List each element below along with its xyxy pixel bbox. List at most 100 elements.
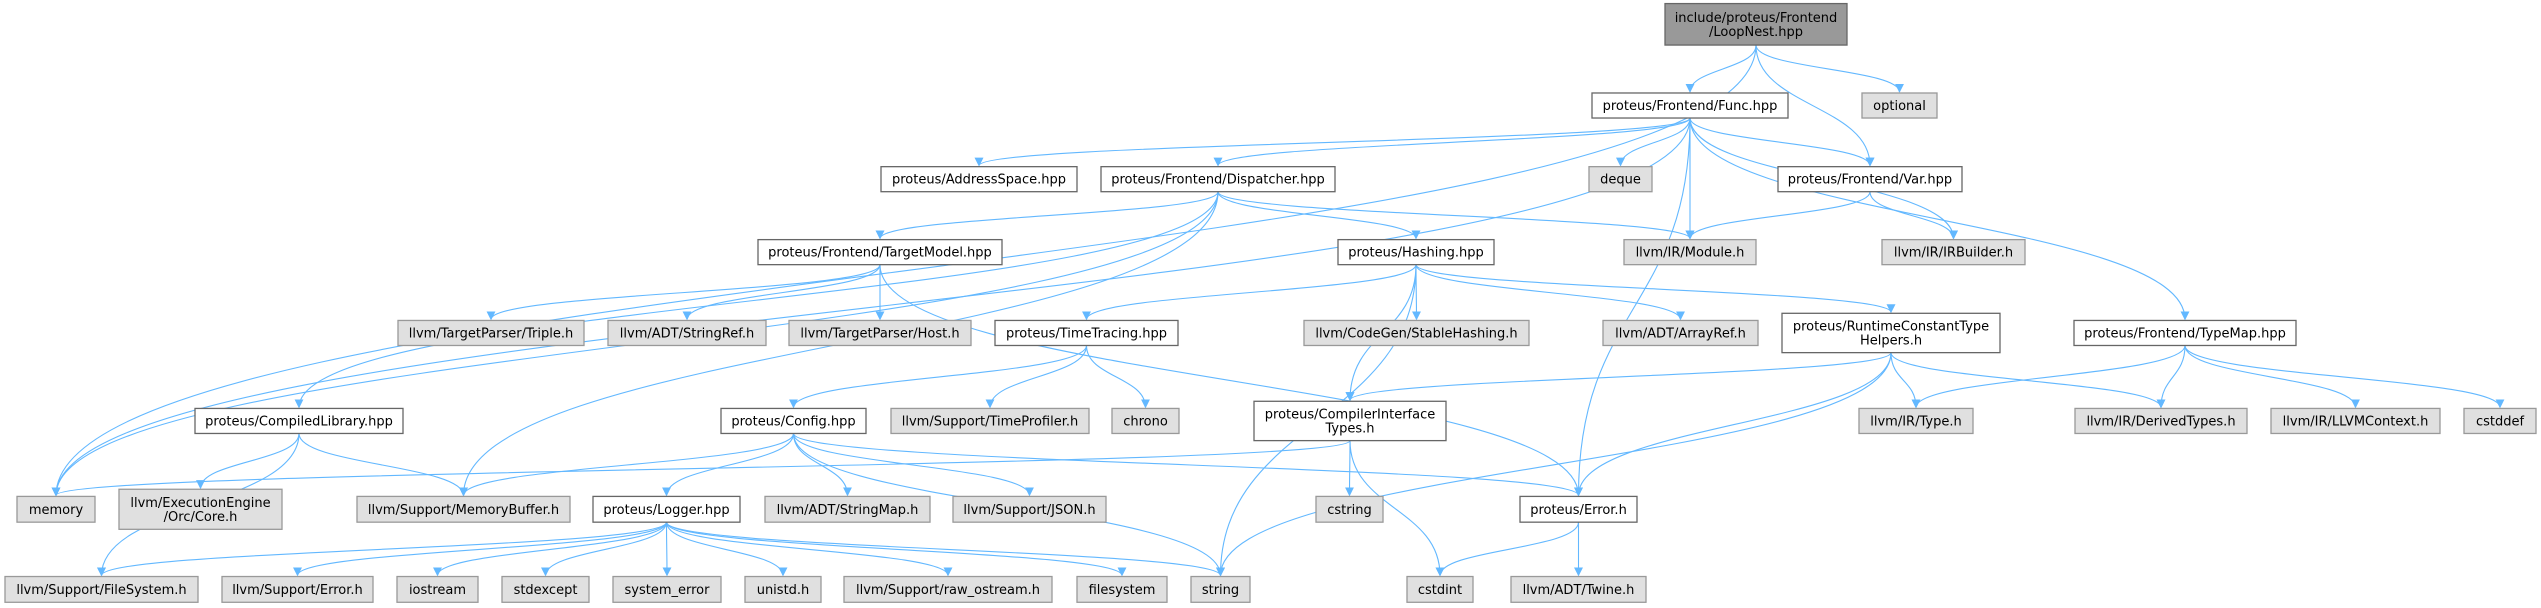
node-label-triple: llvm/TargetParser/Triple.h: [409, 326, 573, 341]
edge-timetracing-to-chrono: [1085, 345, 1150, 409]
node-optional[interactable]: optional: [1861, 92, 1938, 119]
node-box-memory: [16, 495, 96, 523]
node-stdexcept[interactable]: stdexcept: [501, 575, 590, 603]
node-timetracing[interactable]: proteus/TimeTracing.hpp: [994, 319, 1179, 347]
edge-dispatcher-to-compiledlib: [294, 191, 1219, 409]
edge-config-to-json: [792, 433, 1034, 497]
node-memory[interactable]: memory: [16, 495, 96, 523]
node-systemerror[interactable]: system_error: [612, 575, 722, 603]
node-label-cstring: cstring: [1327, 503, 1371, 518]
node-filesystemh[interactable]: llvm/Support/FileSystem.h: [4, 575, 199, 603]
node-label-dispatcher: proteus/Frontend/Dispatcher.hpp: [1111, 173, 1325, 188]
node-box-iostream: [396, 575, 479, 603]
node-label-loopnest: /LoopNest.hpp: [1709, 25, 1803, 40]
node-box-derivedtypes: [2074, 407, 2248, 435]
node-orccore[interactable]: llvm/ExecutionEngine/Orc/Core.h: [118, 488, 283, 530]
node-iostream[interactable]: iostream: [396, 575, 479, 603]
node-irbuilder[interactable]: llvm/IR/IRBuilder.h: [1881, 238, 2026, 266]
node-box-deque: [1588, 166, 1653, 193]
edge-rtconst-to-derivedtypes: [1890, 352, 2166, 409]
node-timeprofiler[interactable]: llvm/Support/TimeProfiler.h: [890, 407, 1090, 435]
node-rawostream[interactable]: llvm/Support/raw_ostream.h: [843, 575, 1053, 603]
node-cstring[interactable]: cstring: [1315, 495, 1384, 523]
edge-timetracing-to-timeprofiler: [985, 345, 1088, 409]
edge-typemap-to-type: [1911, 345, 2186, 409]
node-supporterror[interactable]: llvm/Support/Error.h: [221, 575, 374, 603]
edge-rtconst-to-type: [1890, 352, 1921, 409]
node-box-timetracing: [994, 319, 1179, 347]
node-logger[interactable]: proteus/Logger.hpp: [592, 495, 741, 523]
node-label-memory: memory: [29, 503, 84, 518]
node-label-deque: deque: [1600, 173, 1641, 188]
node-label-error: proteus/Error.h: [1530, 503, 1627, 518]
node-label-stringmap: llvm/ADT/StringMap.h: [777, 503, 919, 518]
node-label-orccore: llvm/ExecutionEngine: [130, 496, 270, 511]
node-box-stdexcept: [501, 575, 590, 603]
node-derivedtypes[interactable]: llvm/IR/DerivedTypes.h: [2074, 407, 2248, 435]
node-box-memorybuffer: [356, 495, 571, 523]
node-label-func: proteus/Frontend/Func.hpp: [1603, 99, 1778, 114]
node-box-error: [1519, 495, 1638, 523]
node-type[interactable]: llvm/IR/Type.h: [1858, 407, 1974, 435]
node-label-systemerror: system_error: [625, 583, 711, 598]
node-hashing[interactable]: proteus/Hashing.hpp: [1337, 238, 1495, 266]
node-addrspace[interactable]: proteus/AddressSpace.hpp: [880, 166, 1078, 193]
edge-var-to-module: [1685, 191, 1871, 240]
node-error[interactable]: proteus/Error.h: [1519, 495, 1638, 523]
node-memorybuffer[interactable]: llvm/Support/MemoryBuffer.h: [356, 495, 571, 523]
node-module[interactable]: llvm/IR/Module.h: [1623, 238, 1757, 266]
node-targetmodel[interactable]: proteus/Frontend/TargetModel.hpp: [757, 238, 1003, 266]
node-unistd[interactable]: unistd.h: [744, 575, 822, 603]
node-label-stdexcept: stdexcept: [514, 583, 578, 598]
node-box-loopnest: [1664, 2, 1848, 46]
node-triple[interactable]: llvm/TargetParser/Triple.h: [397, 319, 585, 347]
node-stringref[interactable]: llvm/ADT/StringRef.h: [607, 319, 767, 347]
edge-loopnest-to-optional: [1755, 44, 1904, 93]
edge-logger-to-filesystemh: [97, 521, 668, 577]
node-loopnest[interactable]: include/proteus/Frontend/LoopNest.hpp: [1664, 2, 1848, 46]
node-label-var: proteus/Frontend/Var.hpp: [1788, 173, 1952, 188]
node-cstdint[interactable]: cstdint: [1406, 575, 1474, 603]
node-host[interactable]: llvm/TargetParser/Host.h: [788, 319, 972, 347]
node-box-triple: [397, 319, 585, 347]
node-filesystem[interactable]: filesystem: [1076, 575, 1168, 603]
node-label-type: llvm/IR/Type.h: [1870, 414, 1961, 429]
node-stablehashing[interactable]: llvm/CodeGen/StableHashing.h: [1303, 319, 1530, 347]
node-json[interactable]: llvm/Support/JSON.h: [952, 495, 1107, 523]
node-compiledlib[interactable]: proteus/CompiledLibrary.hpp: [194, 407, 404, 435]
edge-typemap-to-derivedtypes: [2156, 345, 2186, 409]
node-arrayref[interactable]: llvm/ADT/ArrayRef.h: [1602, 319, 1759, 347]
node-label-filesystemh: llvm/Support/FileSystem.h: [16, 583, 186, 598]
node-label-cit: proteus/CompilerInterface: [1265, 407, 1435, 422]
node-label-string: string: [1202, 583, 1239, 598]
node-config[interactable]: proteus/Config.hpp: [720, 407, 867, 435]
node-label-iostream: iostream: [409, 583, 466, 598]
node-typemap[interactable]: proteus/Frontend/TypeMap.hpp: [2073, 319, 2297, 347]
node-string[interactable]: string: [1190, 575, 1251, 603]
edge-config-to-logger: [662, 433, 795, 497]
node-label-cstdint: cstdint: [1418, 583, 1462, 598]
node-box-rawostream: [843, 575, 1053, 603]
node-chrono[interactable]: chrono: [1111, 407, 1180, 435]
edge-targetmodel-to-error: [879, 264, 1583, 497]
node-box-addrspace: [880, 166, 1078, 193]
node-twine[interactable]: llvm/ADT/Twine.h: [1510, 575, 1647, 603]
node-llvmcontext[interactable]: llvm/IR/LLVMContext.h: [2270, 407, 2441, 435]
node-label-llvmcontext: llvm/IR/LLVMContext.h: [2283, 414, 2429, 429]
node-label-irbuilder: llvm/IR/IRBuilder.h: [1894, 246, 2013, 261]
node-stringmap[interactable]: llvm/ADT/StringMap.h: [764, 495, 931, 523]
node-func[interactable]: proteus/Frontend/Func.hpp: [1591, 92, 1789, 119]
node-label-compiledlib: proteus/CompiledLibrary.hpp: [205, 414, 393, 429]
node-deque[interactable]: deque: [1588, 166, 1653, 193]
edge-targetmodel-to-triple: [486, 264, 881, 321]
node-label-typemap: proteus/Frontend/TypeMap.hpp: [2084, 326, 2286, 341]
edge-rtconst-to-cit: [1345, 352, 1892, 402]
node-var[interactable]: proteus/Frontend/Var.hpp: [1777, 166, 1963, 193]
edge-var-to-irbuilder: [1869, 191, 1958, 240]
node-dispatcher[interactable]: proteus/Frontend/Dispatcher.hpp: [1100, 166, 1336, 193]
node-box-typemap: [2073, 319, 2297, 347]
node-cstddef[interactable]: cstddef: [2463, 407, 2537, 435]
node-box-var: [1777, 166, 1963, 193]
